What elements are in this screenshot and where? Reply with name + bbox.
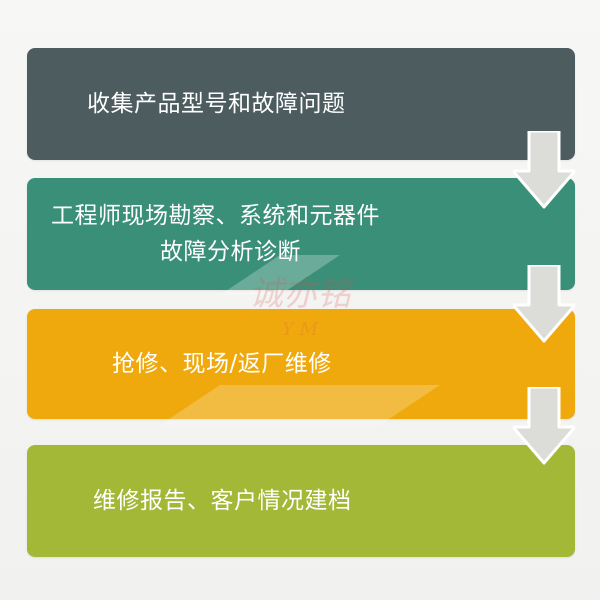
step-repair: 抢修、现场/返厂维修 bbox=[27, 309, 575, 419]
down-arrow-icon bbox=[513, 265, 575, 343]
down-arrow-icon bbox=[513, 131, 575, 209]
step-report: 维修报告、客户情况建档 bbox=[27, 445, 575, 557]
step-2-text-line-1: 工程师现场勘察、系统和元器件 bbox=[51, 203, 380, 229]
step-2-text-line-2: 故障分析诊断 bbox=[160, 239, 301, 265]
down-arrow-icon bbox=[513, 387, 575, 465]
step-3-text: 抢修、现场/返厂维修 bbox=[112, 351, 332, 377]
step-diagnosis: 工程师现场勘察、系统和元器件 故障分析诊断 bbox=[27, 178, 575, 290]
step-collect-info: 收集产品型号和故障问题 bbox=[27, 48, 575, 160]
step-1-text: 收集产品型号和故障问题 bbox=[87, 91, 346, 117]
step-4-text: 维修报告、客户情况建档 bbox=[93, 488, 352, 514]
